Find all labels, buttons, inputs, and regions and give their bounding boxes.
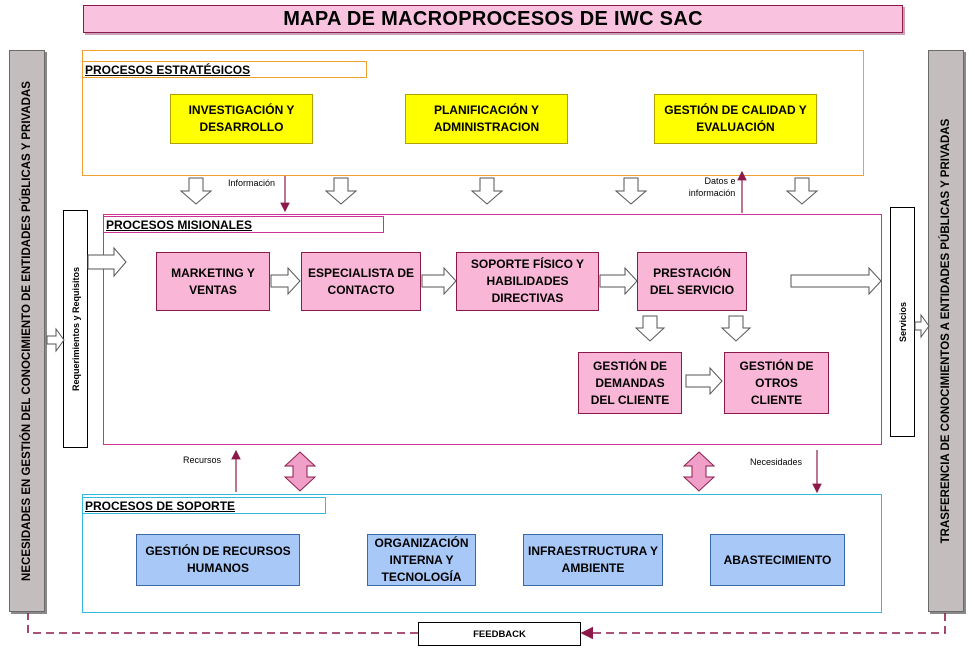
label-informacion-2: información [688, 188, 736, 198]
process-gestion-recursos-humanos: GESTIÓN DE RECURSOS HUMANOS [136, 534, 300, 586]
missional-section-label: PROCESOS MISIONALES [103, 216, 384, 233]
down-arrow-4 [614, 177, 648, 205]
process-abastecimiento: ABASTECIMIENTO [710, 534, 845, 586]
process-soporte-fisico: SOPORTE FÍSICO Y HABILIDADES DIRECTIVAS [456, 252, 599, 311]
label-recursos: Recursos [183, 455, 222, 465]
process-gestion-calidad: GESTIÓN DE CALIDAD Y EVALUACIÓN [654, 94, 817, 144]
process-especialista-contacto: ESPECIALISTA DE CONTACTO [301, 252, 421, 311]
page-title: MAPA DE MACROPROCESOS DE IWC SAC [83, 5, 903, 33]
requirements-bar: Requerimientos y Requisitos [63, 210, 88, 448]
down-arrow-1 [179, 177, 213, 205]
double-arrows [283, 451, 716, 492]
process-marketing-ventas: MARKETING Y VENTAS [156, 252, 270, 311]
down-arrow-3 [470, 177, 504, 205]
right-bar-text: TRASFERENCIA DE CONOCIMIENTOS A ENTIDADE… [940, 118, 952, 544]
down-arrow-2 [324, 177, 358, 205]
services-text: Servicios [897, 301, 908, 343]
arrow-services-to-right [914, 313, 930, 339]
right-output-bar: TRASFERENCIA DE CONOCIMIENTOS A ENTIDADE… [928, 50, 964, 612]
feedback-box: FEEDBACK [418, 622, 581, 646]
process-organizacion-interna: ORGANIZACIÓN INTERNA Y TECNOLOGÍA [367, 534, 476, 586]
label-necesidades: Necesidades [750, 457, 803, 467]
process-investigacion-desarrollo: INVESTIGACIÓN Y DESARROLLO [170, 94, 313, 144]
missional-processes-section [103, 214, 882, 445]
label-datos: Datos e [704, 176, 736, 186]
services-bar: Servicios [890, 207, 915, 437]
strategic-processes-section [82, 50, 864, 176]
support-section-label: PROCESOS DE SOPORTE [82, 497, 326, 514]
feedback-line-left [27, 613, 418, 634]
label-informacion: Información [228, 178, 276, 188]
process-gestion-otros-cliente: GESTIÓN DE OTROS CLIENTE [724, 352, 829, 414]
process-infraestructura: INFRAESTRUCTURA Y AMBIENTE [523, 534, 663, 586]
double-arrow-left [283, 451, 317, 492]
process-prestacion-servicio: PRESTACIÓN DEL SERVICIO [637, 252, 747, 311]
process-planificacion-administracion: PLANIFICACIÓN Y ADMINISTRACION [405, 94, 568, 144]
feedback-line-right [580, 613, 946, 640]
requirements-text: Requerimientos y Requisitos [70, 266, 81, 392]
support-processes-section [82, 494, 882, 613]
arrow-left-to-requirements [46, 327, 65, 353]
strategic-section-label: PROCESOS ESTRATÉGICOS [82, 61, 367, 78]
left-bar-text: NECESIDADES EN GESTIÓN DEL CONOCIMIENTO … [21, 81, 33, 581]
left-input-bar: NECESIDADES EN GESTIÓN DEL CONOCIMIENTO … [9, 50, 45, 612]
down-arrow-5 [785, 177, 819, 205]
process-gestion-demandas: GESTIÓN DE DEMANDAS DEL CLIENTE [578, 352, 682, 414]
double-arrow-right [682, 451, 716, 492]
